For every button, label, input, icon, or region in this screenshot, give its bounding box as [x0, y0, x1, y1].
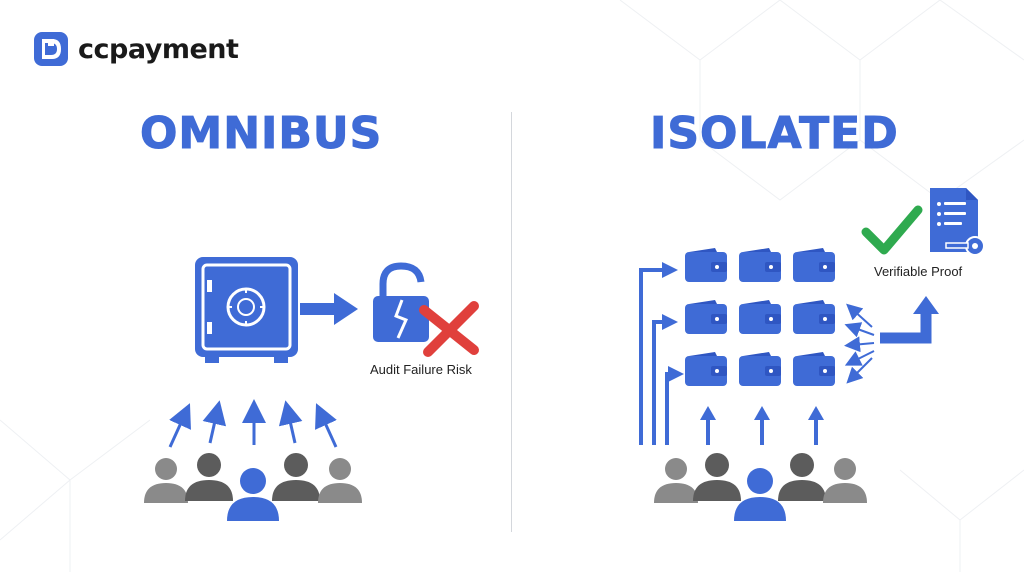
green-check-icon — [861, 205, 923, 255]
audit-failure-caption: Audit Failure Risk — [370, 362, 472, 377]
section-divider — [511, 112, 512, 532]
omnibus-title: OMNIBUS — [140, 108, 383, 160]
broken-lock-icon — [373, 262, 429, 342]
ccpayment-logo-icon — [34, 32, 68, 66]
up-turn-arrow-icon — [880, 296, 939, 344]
document-key-icon — [930, 188, 985, 256]
isolated-title: ISOLATED — [650, 108, 899, 160]
brand-logo[interactable]: ccpayment — [34, 32, 239, 66]
red-x-icon — [419, 301, 479, 357]
upward-arrows — [168, 399, 338, 448]
user-group-icon — [654, 453, 867, 521]
wallet-grid-icon — [685, 248, 835, 386]
wallet-up-arrows — [700, 406, 824, 445]
verifiable-proof-caption: Verifiable Proof — [874, 264, 963, 279]
brand-name: ccpayment — [78, 33, 239, 65]
bracket-arrows — [639, 262, 684, 445]
user-group-icon — [144, 453, 362, 521]
inbound-arrows — [844, 303, 875, 384]
right-arrow-icon — [300, 293, 358, 325]
safe-vault-icon — [195, 257, 298, 363]
